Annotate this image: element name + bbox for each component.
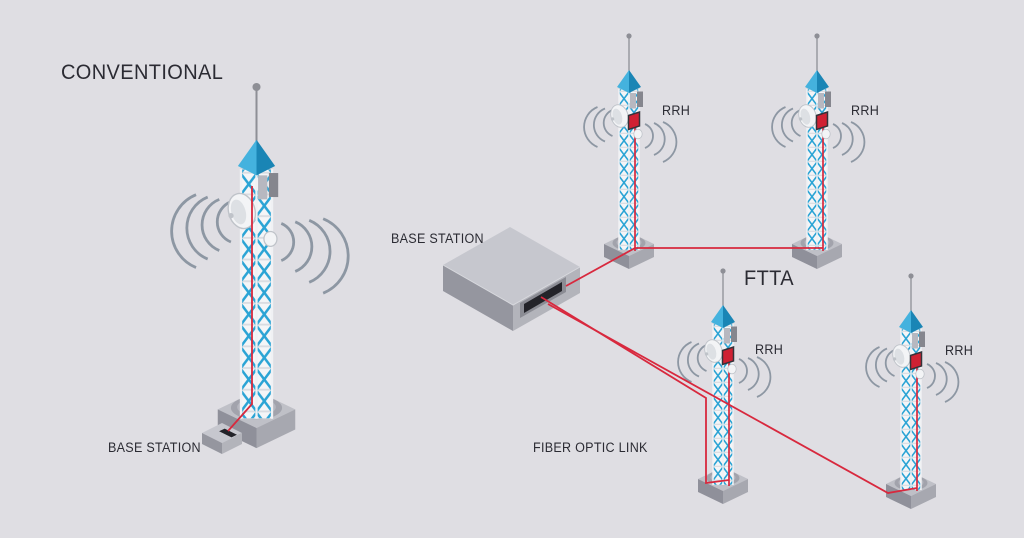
signal-waves-icon [790, 109, 801, 137]
panel-antenna-icon [724, 328, 730, 344]
rrh-tower-1-icon [583, 33, 678, 269]
small-dish-icon [727, 363, 737, 375]
panel-antenna-icon [912, 333, 918, 349]
rrh-unit-icon [627, 110, 641, 131]
rrh-unit-icon [815, 110, 829, 131]
fiber-link-tower-4 [547, 303, 918, 494]
dish-antenna-icon [704, 339, 723, 363]
signal-waves-icon [593, 107, 606, 143]
panel-antenna-icon [637, 91, 643, 107]
base-station-box-icon [442, 227, 581, 331]
panel-antenna-icon [268, 173, 279, 198]
tower-cap-icon [899, 310, 911, 333]
signal-waves-icon [662, 121, 678, 163]
conventional-tower-icon [170, 82, 350, 449]
antenna-tip-icon [626, 33, 632, 39]
conventional-title: CONVENTIONAL [61, 60, 224, 84]
signal-waves-icon [832, 123, 842, 149]
rrh-tower-2-icon [771, 33, 866, 269]
small-dish-icon [633, 128, 643, 140]
fiber-link-tower-3 [540, 296, 730, 485]
antenna-tip-icon [720, 268, 726, 274]
panel-antenna-icon [630, 93, 636, 109]
rack-slot-icon [219, 428, 237, 438]
signal-waves-icon [935, 362, 948, 396]
signal-waves-icon [756, 356, 772, 398]
panel-antenna-icon [731, 326, 737, 342]
signal-waves-icon [738, 358, 748, 384]
signal-waves-icon [926, 363, 936, 389]
signal-waves-icon [644, 123, 654, 149]
signal-waves-icon [696, 344, 707, 372]
panel-antenna-icon [825, 91, 831, 107]
ftta-title: FTTA [744, 266, 794, 290]
panel-antenna-icon [919, 331, 925, 347]
signal-waves-icon [215, 200, 232, 244]
base-station-label-conventional: BASE STATION [108, 440, 201, 455]
signal-waves-icon [747, 357, 760, 391]
tower-cap-icon [711, 305, 723, 328]
signal-waves-icon [280, 222, 296, 262]
signal-waves-icon [781, 107, 794, 143]
signal-waves-icon [865, 346, 880, 388]
signal-waves-icon [185, 195, 209, 261]
signal-waves-icon [583, 106, 598, 148]
dish-antenna-icon [610, 104, 629, 128]
signal-waves-icon [602, 109, 613, 137]
signal-waves-icon [884, 349, 895, 377]
fiber-link-top-towers [565, 247, 823, 287]
base-station-label-ftta: BASE STATION [391, 231, 484, 246]
signal-waves-icon [771, 106, 786, 148]
rrh-label-4: RRH [945, 343, 974, 358]
tower-cap-icon [617, 70, 629, 93]
fiber-optic-link-label: FIBER OPTIC LINK [533, 440, 648, 455]
tower-cap-icon [805, 70, 817, 93]
rrh-label-2: RRH [851, 103, 880, 118]
signal-waves-icon [875, 347, 888, 383]
panel-antenna-icon [258, 175, 268, 200]
signal-waves-icon [322, 217, 350, 295]
small-dish-icon [263, 230, 278, 247]
rrh-unit-icon [909, 350, 923, 371]
rrh-tower-4-icon [865, 273, 960, 509]
rrh-label-3: RRH [755, 342, 784, 357]
signal-waves-icon [677, 341, 692, 383]
signal-waves-icon [944, 361, 960, 403]
signal-waves-icon [850, 121, 866, 163]
dish-antenna-icon [892, 344, 911, 368]
signal-waves-icon [841, 122, 854, 156]
small-base-station-box-icon [202, 423, 242, 454]
antenna-tip-icon [814, 33, 820, 39]
signal-waves-icon [308, 219, 332, 284]
signal-waves-icon [687, 342, 700, 378]
rrh-tower-3-icon [677, 268, 772, 504]
signal-waves-icon [294, 220, 314, 273]
signal-waves-icon [653, 122, 666, 156]
rrh-label-1: RRH [662, 103, 691, 118]
cable-conventional [227, 186, 253, 432]
rrh-unit-icon [721, 345, 735, 366]
dish-antenna-icon [798, 104, 817, 128]
panel-antenna-icon [818, 93, 824, 109]
signal-waves-icon [170, 193, 197, 269]
antenna-tip-icon [908, 273, 914, 279]
small-dish-icon [915, 368, 925, 380]
signal-waves-icon [200, 198, 220, 252]
dish-antenna-icon [227, 192, 257, 230]
small-dish-icon [821, 128, 831, 140]
antenna-tip-icon [252, 82, 261, 92]
tower-cap-icon [237, 139, 257, 176]
